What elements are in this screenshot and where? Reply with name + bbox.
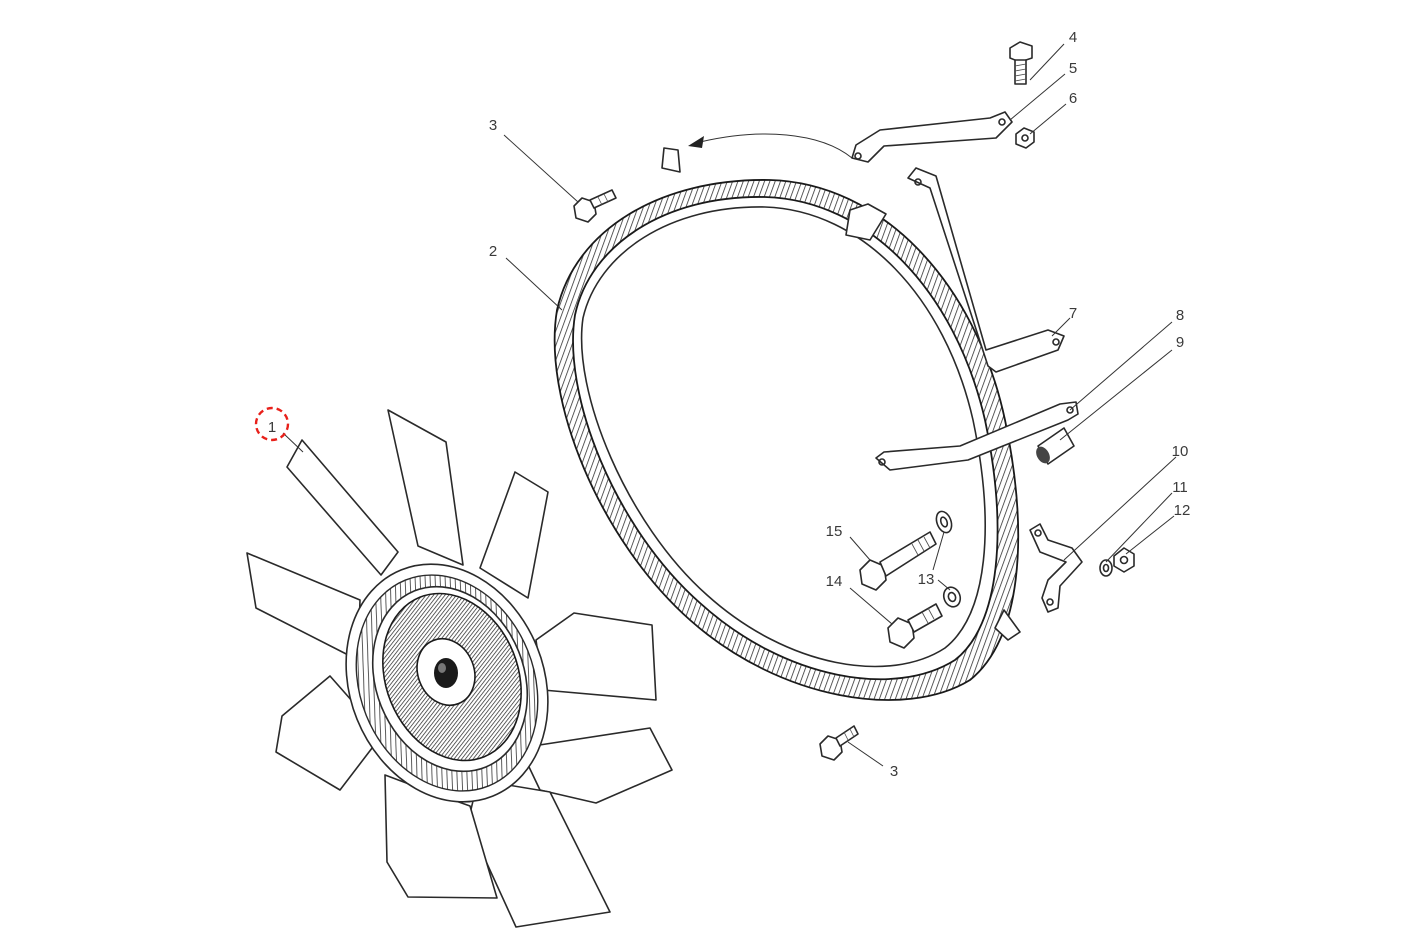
- fan-blade: [275, 675, 383, 791]
- bracket-hole: [998, 118, 1006, 126]
- bolt-part-3-upper: [573, 189, 617, 223]
- washer-part-13-lower: [942, 586, 962, 608]
- fan-hub-cap: [434, 658, 458, 688]
- strap-part-8: [875, 401, 1079, 471]
- callout-label-2[interactable]: 2: [489, 243, 497, 260]
- callout-label-3-lower[interactable]: 3: [890, 763, 898, 780]
- callout-label-15[interactable]: 15: [826, 523, 843, 540]
- fan-blade: [286, 439, 399, 576]
- bolt-part-15: [859, 531, 937, 591]
- fan-blade: [246, 552, 361, 661]
- fan-blade: [535, 612, 657, 701]
- bracket-part-5: [851, 111, 1013, 163]
- bolt-part-3-lower: [819, 725, 859, 761]
- highlight-circle: [254, 406, 290, 442]
- fan-shroud: [553, 133, 1021, 701]
- callout-label-9[interactable]: 9: [1176, 334, 1184, 351]
- callout-label-3-upper[interactable]: 3: [489, 117, 497, 134]
- bracket-part-10: [1029, 523, 1083, 613]
- bolt-part-14: [887, 603, 943, 649]
- fan-blade: [479, 471, 549, 599]
- washer-part-13-upper: [935, 510, 953, 534]
- fan-blade: [387, 409, 464, 566]
- assembly-arrow: [699, 133, 853, 159]
- fan-assembly: [246, 409, 673, 928]
- fan-blade: [384, 774, 498, 899]
- callout-label-5[interactable]: 5: [1069, 60, 1077, 77]
- callout-label-13[interactable]: 13: [918, 571, 935, 588]
- callout-label-8[interactable]: 8: [1176, 307, 1184, 324]
- callout-label-6[interactable]: 6: [1069, 90, 1077, 107]
- callout-label-11[interactable]: 11: [1172, 479, 1188, 496]
- nut-part-6: [1015, 127, 1035, 149]
- callout-label-1[interactable]: 1: [268, 419, 276, 436]
- bolt-part-4: [1009, 41, 1033, 85]
- washer-part-11: [1099, 559, 1113, 577]
- callout-label-4[interactable]: 4: [1069, 29, 1077, 46]
- callout-label-10[interactable]: 10: [1172, 443, 1189, 460]
- fan-shroud-band: [553, 179, 1020, 701]
- shroud-tab: [994, 609, 1021, 641]
- fan-blade: [519, 727, 673, 804]
- bracket-part-7: [907, 167, 1065, 373]
- leader-lines: [282, 43, 1177, 767]
- shroud-tab: [845, 203, 887, 241]
- callout-label-12[interactable]: 12: [1174, 502, 1191, 519]
- callout-label-7[interactable]: 7: [1069, 305, 1077, 322]
- shroud-tab: [661, 147, 681, 173]
- fan-shroud-lip: [580, 206, 986, 668]
- assembly-arrowhead: [688, 136, 704, 148]
- callout-label-14[interactable]: 14: [826, 573, 843, 590]
- bracket-hole: [854, 152, 862, 160]
- nut-part-12: [1113, 547, 1135, 573]
- fan-hub-cap-shine: [438, 663, 446, 673]
